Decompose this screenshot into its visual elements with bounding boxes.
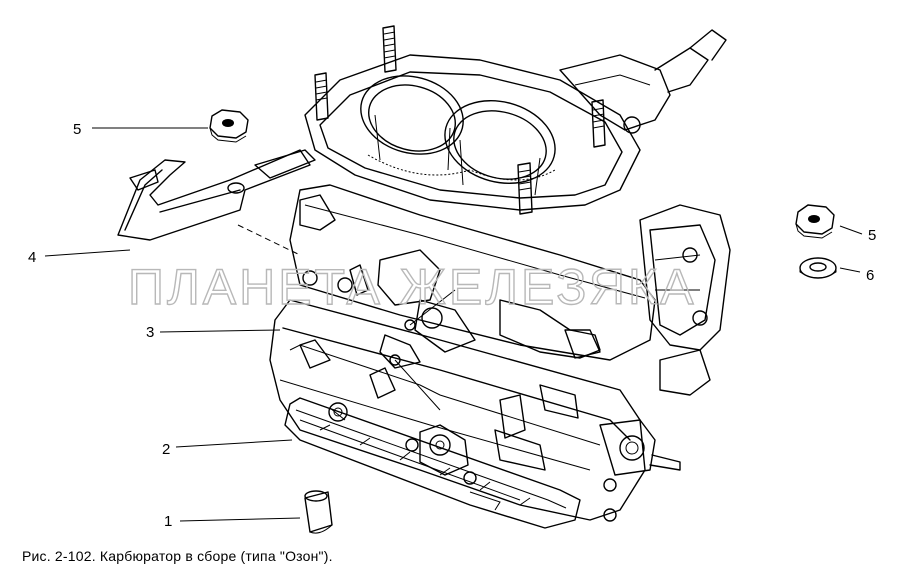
part-5-nut-left — [209, 109, 249, 143]
fuel-inlet — [559, 29, 727, 134]
callout-5-left: 5 — [73, 121, 81, 138]
callout-3: 3 — [146, 324, 154, 341]
float-chamber — [237, 184, 656, 411]
part-5-nut-right — [795, 204, 835, 239]
throttle-body — [269, 204, 731, 522]
leader-lines — [44, 127, 863, 522]
callout-5-right: 5 — [868, 227, 876, 244]
watermark-text: ПЛАНЕТА ЖЕЛЕЗЯКА — [128, 259, 696, 315]
callout-numbers: 5 4 3 2 1 5 6 — [28, 121, 876, 530]
callout-4: 4 — [28, 249, 36, 266]
figure-caption: Рис. 2-102. Карбюратор в сборе (типа "Оз… — [22, 548, 333, 564]
top-cover — [254, 25, 727, 215]
callout-2: 2 — [162, 441, 170, 458]
callout-6: 6 — [866, 267, 874, 284]
stud-bolts — [314, 25, 606, 215]
part-4-bracket — [117, 149, 311, 241]
part-6-washer — [799, 257, 837, 279]
carburetor-drawing — [237, 25, 731, 529]
callout-1: 1 — [164, 513, 172, 530]
part-1-sleeve — [304, 490, 333, 534]
